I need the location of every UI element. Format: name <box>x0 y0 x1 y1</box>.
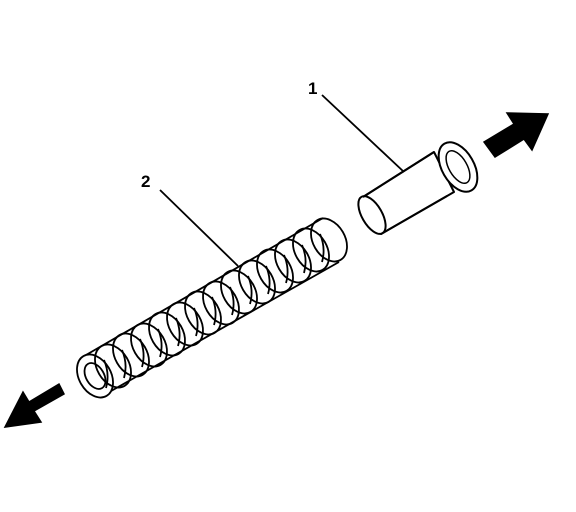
callout-label-1: 1 <box>308 79 317 98</box>
pin-part <box>357 141 479 235</box>
leader-line-1 <box>321 94 405 173</box>
arrow-left-down-icon <box>3 382 65 428</box>
arrow-right-up-icon <box>482 112 550 159</box>
leader-line-2 <box>159 189 239 267</box>
callout-label-2: 2 <box>141 172 150 191</box>
spring-part <box>76 217 348 399</box>
